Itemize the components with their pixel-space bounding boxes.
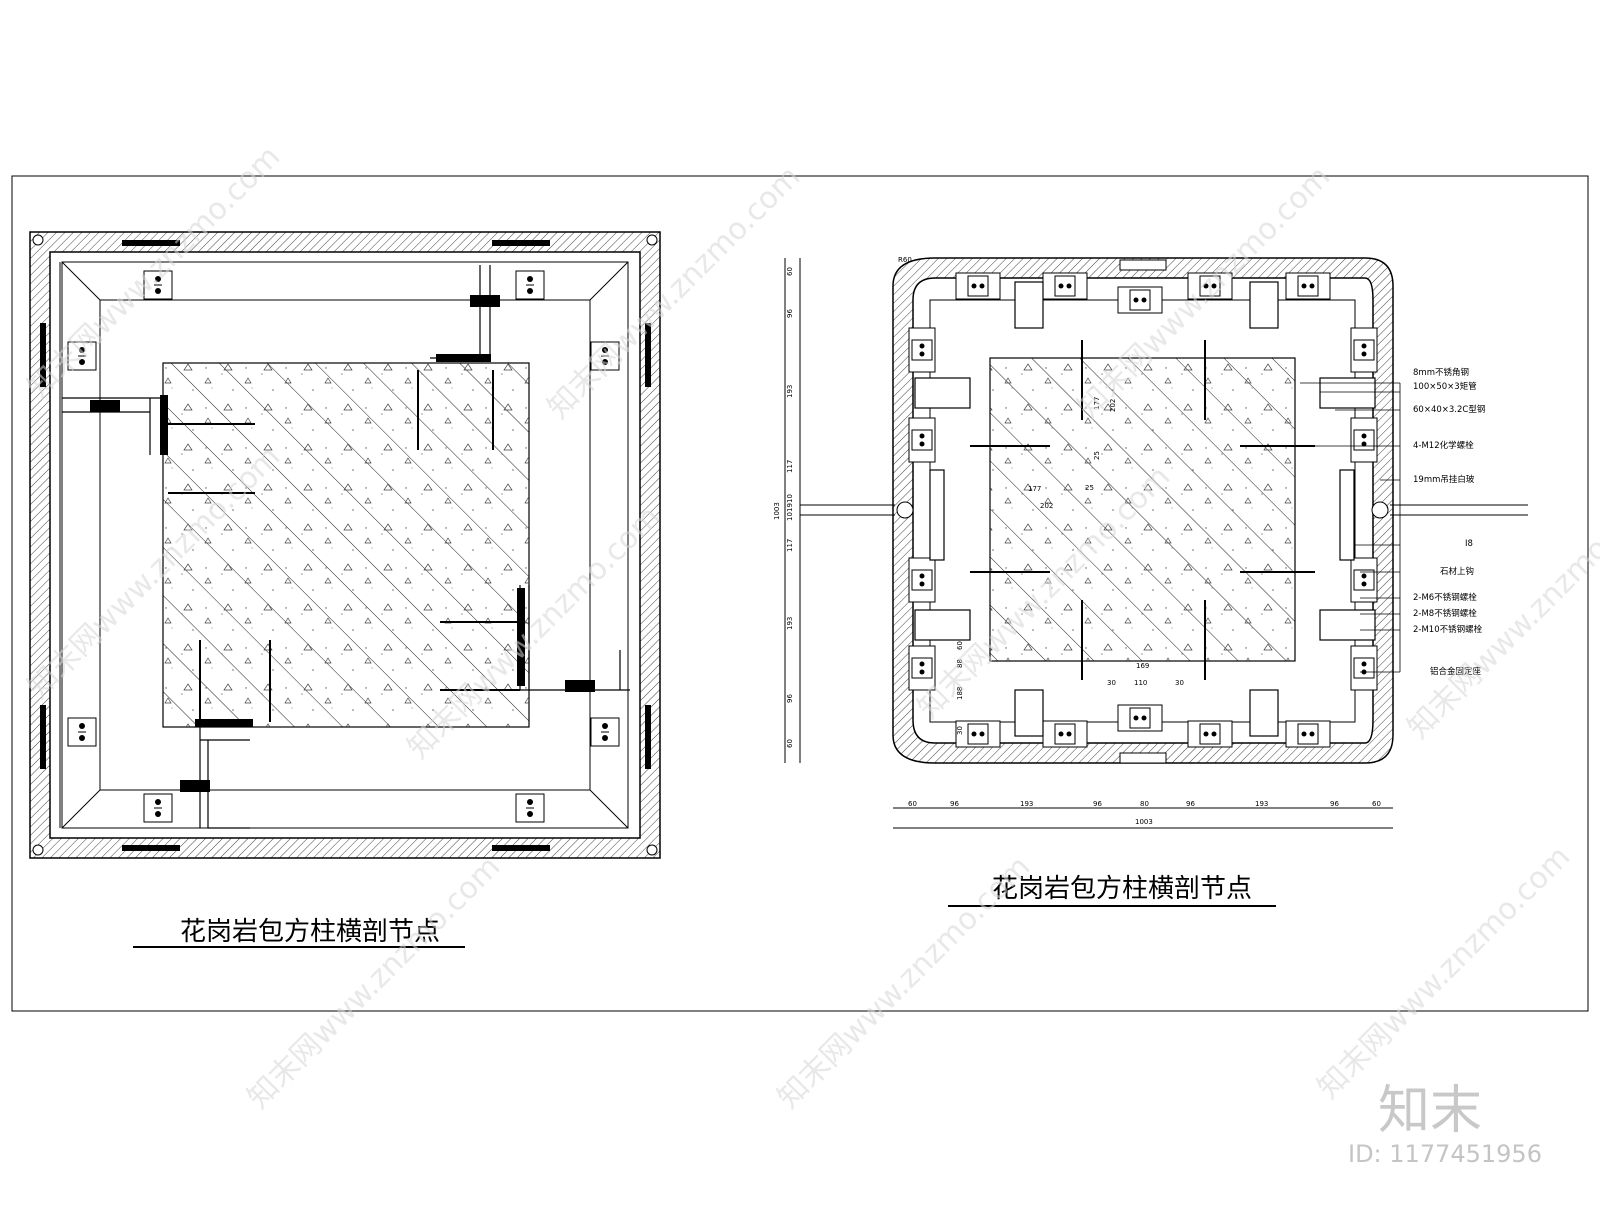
svg-text:96: 96 (950, 800, 959, 808)
brand-logo-text: 知末 (1378, 1081, 1482, 1141)
svg-text:60: 60 (1372, 800, 1381, 808)
left-section-detail: 花岗岩包方柱横剖节点 (29, 231, 661, 948)
svg-text:88: 88 (956, 659, 964, 668)
svg-text:188: 188 (956, 687, 964, 700)
svg-text:30: 30 (1107, 679, 1116, 687)
svg-text:R60: R60 (898, 256, 912, 264)
svg-text:177: 177 (1093, 397, 1101, 410)
drawing-frame (11, 175, 1589, 1012)
svg-text:知末网www.znzmo.com: 知末网www.znzmo.com (241, 849, 507, 1115)
svg-text:169: 169 (1136, 662, 1149, 670)
svg-text:1003: 1003 (773, 502, 781, 520)
svg-text:202: 202 (1109, 399, 1117, 412)
svg-text:19: 19 (786, 503, 794, 512)
svg-text:177: 177 (1028, 485, 1041, 493)
left-granite-cladding (29, 231, 661, 859)
svg-text:193: 193 (1255, 800, 1268, 808)
label-rect-tube: 100×50×3矩管 (1413, 381, 1477, 392)
svg-text:96: 96 (1093, 800, 1102, 808)
label-stainless-angle: 8mm不锈角钢 (1413, 367, 1469, 378)
right-detail-title: 花岗岩包方柱横剖节点 (992, 874, 1252, 904)
label-m8-bolt: 2-M8不锈钢螺栓 (1413, 608, 1477, 619)
label-chemical-bolt: 4-M12化学螺栓 (1413, 440, 1474, 451)
svg-text:193: 193 (786, 617, 794, 630)
svg-text:117: 117 (786, 539, 794, 552)
svg-text:80: 80 (1140, 800, 1149, 808)
svg-text:193: 193 (786, 385, 794, 398)
image-id: ID: 1177451956 (1348, 1140, 1542, 1168)
label-m6-bolt: 2-M6不锈钢螺栓 (1413, 592, 1477, 603)
svg-text:30: 30 (1175, 679, 1184, 687)
svg-text:96: 96 (1330, 800, 1339, 808)
svg-text:60: 60 (956, 641, 964, 650)
label-alu-seat: 铝合金固定座 (1430, 666, 1482, 677)
svg-text:96: 96 (786, 309, 794, 318)
svg-text:10: 10 (786, 512, 794, 521)
right-section-detail: 60 96 193 117 10 19 10 117 193 96 60 100… (773, 256, 1528, 907)
svg-text:1003: 1003 (1135, 818, 1153, 826)
svg-text:知末网www.znzmo.com: 知末网www.znzmo.com (541, 159, 807, 425)
svg-text:25: 25 (1093, 451, 1101, 460)
svg-text:60: 60 (908, 800, 917, 808)
svg-text:117: 117 (786, 460, 794, 473)
svg-text:96: 96 (786, 694, 794, 703)
label-c-channel: 60×40×3.2C型钢 (1413, 404, 1485, 415)
right-granite-cladding (892, 257, 1394, 764)
label-i8: I8 (1465, 539, 1473, 549)
svg-text:60: 60 (786, 739, 794, 748)
right-bottom-dimensions: 60 96 193 96 80 96 193 96 60 1003 (893, 800, 1393, 829)
right-left-dimensions: 60 96 193 117 10 19 10 117 193 96 60 100… (773, 258, 801, 763)
svg-text:知末网www.znzmo.com: 知末网www.znzmo.com (1311, 839, 1577, 1105)
svg-text:25: 25 (1085, 484, 1094, 492)
right-inner-dimensions: 177 202 25 177 202 169 110 30 30 25 188 … (898, 256, 1184, 735)
svg-text:10: 10 (786, 494, 794, 503)
label-stone-hook: 石材上钩 (1440, 566, 1474, 577)
svg-text:30: 30 (956, 726, 964, 735)
label-m10-bolt: 2-M10不锈钢螺栓 (1413, 624, 1483, 635)
svg-text:知末网www.znzmo.com: 知末网www.znzmo.com (771, 849, 1037, 1115)
svg-text:202: 202 (1040, 502, 1053, 510)
svg-text:110: 110 (1134, 679, 1147, 687)
svg-text:60: 60 (786, 267, 794, 276)
right-callouts (1300, 382, 1401, 673)
label-glass: 19mm吊挂白玻 (1413, 474, 1475, 485)
left-detail-title: 花岗岩包方柱横剖节点 (180, 917, 440, 947)
svg-text:96: 96 (1186, 800, 1195, 808)
svg-text:193: 193 (1020, 800, 1033, 808)
